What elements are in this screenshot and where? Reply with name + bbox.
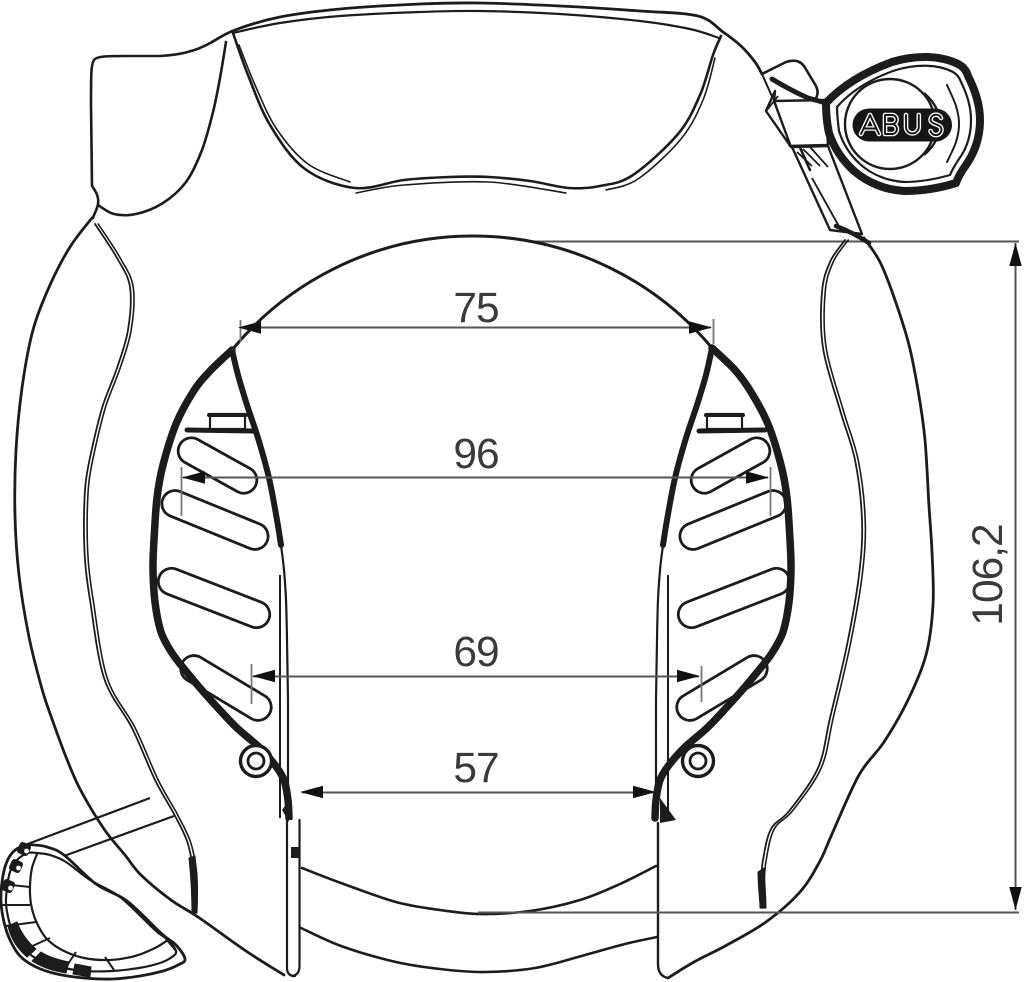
svg-text:96: 96 <box>453 431 498 478</box>
svg-text:75: 75 <box>453 285 498 332</box>
svg-text:106,2: 106,2 <box>965 524 1012 625</box>
svg-text:57: 57 <box>453 745 498 792</box>
svg-text:69: 69 <box>453 629 498 676</box>
